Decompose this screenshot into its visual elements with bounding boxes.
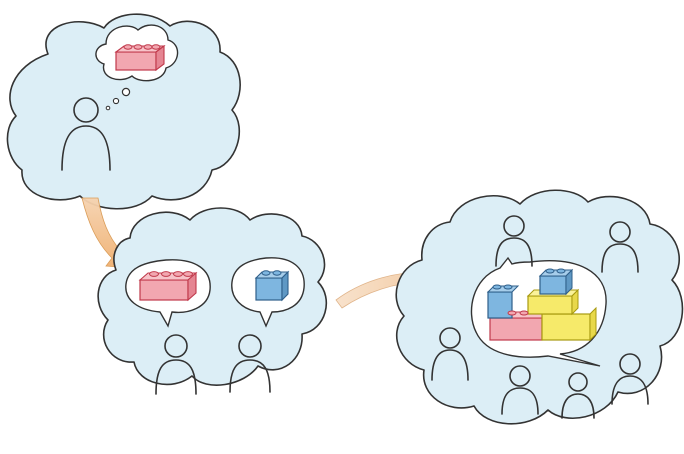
- lego-brick-icon: [116, 45, 164, 70]
- lego-brick-icon: [256, 271, 288, 300]
- lego-brick-icon: [140, 272, 196, 300]
